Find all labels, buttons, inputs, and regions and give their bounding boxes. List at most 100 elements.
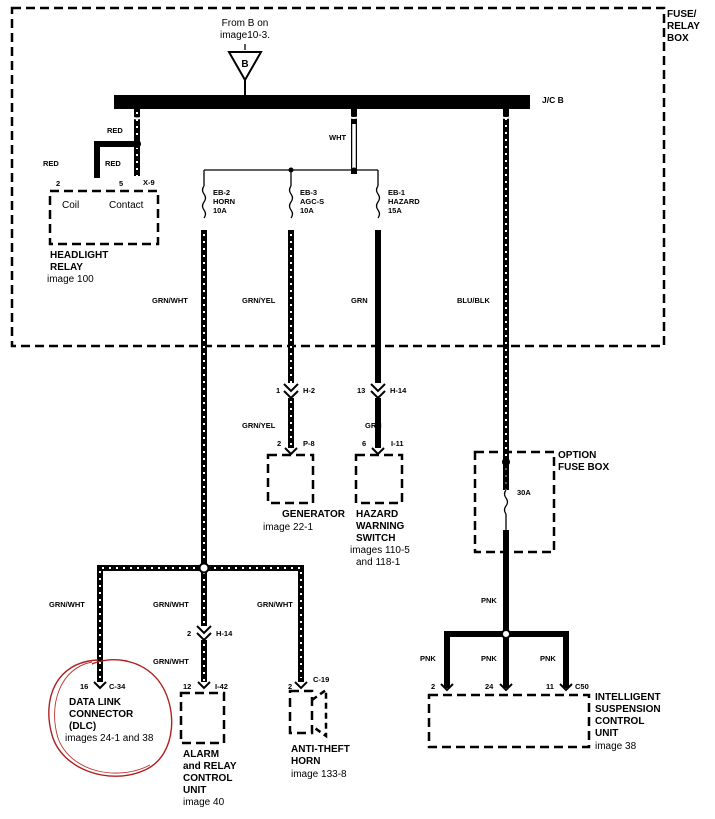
relay-pin-coil: 2 — [56, 179, 60, 188]
fuse-hazard — [375, 185, 381, 219]
hazard-switch-name-2: WARNING — [356, 521, 405, 532]
relay-connector-id: X-9 — [143, 178, 155, 187]
wire-label-pnk-1: PNK — [420, 654, 436, 663]
wire-label-pnk-main: PNK — [481, 596, 497, 605]
wire-red-right: RED — [105, 159, 121, 168]
suspension-name-4: UNIT — [595, 728, 618, 739]
connector-h2-pin: 1 — [276, 386, 280, 395]
dlc-highlight-circle — [48, 659, 173, 777]
connector-c19-mark — [294, 681, 308, 690]
dlc-name-3: (DLC) — [69, 721, 96, 732]
wire-label-pnk-3: PNK — [540, 654, 556, 663]
dlc-name-2: CONNECTOR — [69, 709, 134, 720]
wht-feed — [203, 109, 379, 186]
fuse-option-rating: 30A — [517, 488, 531, 497]
wire-label-grn-wht-dlc: GRN/WHT — [49, 600, 85, 609]
source-b-triangle: B — [227, 44, 263, 95]
connector-c50-pin-c: 11 — [546, 682, 554, 691]
connector-h14b-id: H-14 — [216, 629, 233, 638]
generator-ref: image 22-1 — [263, 522, 313, 533]
fuse-agcs-id: EB-3 — [300, 188, 317, 197]
option-fuse-box — [473, 450, 556, 554]
wire-label-grn-wht-horn: GRN/WHT — [257, 600, 293, 609]
hazard-switch-ref-2: and 118-1 — [356, 557, 401, 568]
connector-i42-id: I-42 — [215, 682, 228, 691]
connector-h14a-id: H-14 — [390, 386, 407, 395]
connector-h14-alarm — [196, 625, 212, 642]
hazard-switch-name-3: SWITCH — [356, 533, 395, 544]
generator-name: GENERATOR — [282, 509, 346, 520]
horn-ref: image 133-8 — [291, 769, 347, 780]
hazard-switch-ref-1: images 110-5 — [350, 545, 410, 556]
connector-c34-mark — [93, 681, 107, 690]
dlc-ref: images 24-1 and 38 — [65, 733, 154, 744]
alarm-name-2: and RELAY — [183, 761, 237, 772]
alarm-name-4: UNIT — [183, 785, 206, 796]
headlight-relay-ref: image 100 — [47, 274, 94, 285]
headlight-relay-name-2: RELAY — [50, 262, 83, 273]
connector-h14b-pin: 2 — [187, 629, 191, 638]
wire-label-grn-wht-alarm-lower: GRN/WHT — [153, 657, 189, 666]
headlight-relay-name-1: HEADLIGHT — [50, 250, 108, 261]
fuse-box-label-1: FUSE/ — [667, 9, 697, 20]
connector-c50-pin-b: 24 — [485, 682, 494, 691]
connector-i42-mark — [197, 681, 211, 690]
fuse-relay-box-outline — [10, 6, 666, 348]
connector-p8-id: P-8 — [303, 439, 315, 448]
wire-label-blu-blk: BLU/BLK — [457, 296, 490, 305]
connector-h2-id: H-2 — [303, 386, 315, 395]
connector-i11-id: I-11 — [391, 439, 404, 448]
alarm-name-3: CONTROL — [183, 773, 232, 784]
wire-blu-blk — [497, 109, 515, 490]
jc-b-busbar — [114, 95, 530, 109]
option-fuse-box-name-2: FUSE BOX — [558, 462, 609, 473]
source-label-1: From B on — [222, 18, 269, 29]
headlight-relay-wiring — [94, 109, 147, 178]
suspension-ref: image 38 — [595, 741, 637, 752]
connector-c50-pin-a: 2 — [431, 682, 435, 691]
relay-coil-label: Coil — [62, 200, 79, 211]
fuse-horn — [201, 185, 207, 219]
wire-label-grn-wht-alarm: GRN/WHT — [153, 600, 189, 609]
fuse-agcs — [288, 185, 294, 219]
suspension-name-3: CONTROL — [595, 716, 644, 727]
alarm-control-unit-box — [179, 691, 226, 745]
hazard-switch-box — [354, 453, 404, 505]
fuse-horn-name: HORN — [213, 197, 235, 206]
dlc-name-1: DATA LINK — [69, 697, 122, 708]
suspension-name-2: SUSPENSION — [595, 704, 661, 715]
alarm-ref: image 40 — [183, 797, 225, 808]
fuse-agcs-rating: 10A — [300, 206, 314, 215]
source-b-letter: B — [241, 59, 248, 70]
fuse-option-30a — [502, 458, 510, 530]
connector-c34-id: C-34 — [109, 682, 126, 691]
wire-label-grn-yel: GRN/YEL — [242, 296, 276, 305]
connector-c19-id: C-19 — [313, 675, 329, 684]
relay-contact-label: Contact — [109, 200, 144, 211]
wire-label-grn-wht-main: GRN/WHT — [152, 296, 188, 305]
connector-i11-mark — [371, 447, 385, 456]
alarm-name-1: ALARM — [183, 749, 219, 760]
wire-label-pnk-2: PNK — [481, 654, 497, 663]
horn-name-2: HORN — [291, 756, 320, 767]
headlight-relay-box — [48, 189, 160, 246]
fuse-box-label-2: RELAY — [667, 21, 700, 32]
connector-i42-pin: 12 — [183, 682, 191, 691]
fuse-hazard-name: HAZARD — [388, 197, 420, 206]
connector-p8-mark — [284, 447, 298, 456]
wire-pnk — [440, 530, 573, 692]
wire-label-grn-lower: GRN — [365, 421, 382, 430]
connector-p8-pin: 2 — [277, 439, 281, 448]
connector-h14a-pin: 13 — [357, 386, 365, 395]
relay-pin-contact: 5 — [119, 179, 123, 188]
wire-label-grn: GRN — [351, 296, 368, 305]
horn-name-1: ANTI-THEFT — [291, 744, 350, 755]
wire-grn-wht-lower — [97, 562, 304, 682]
fuse-horn-id: EB-2 — [213, 188, 230, 197]
connector-c50-id: C50 — [575, 682, 589, 691]
fuse-hazard-rating: 15A — [388, 206, 402, 215]
wire-label-grn-yel-lower: GRN/YEL — [242, 421, 276, 430]
connector-h2 — [283, 383, 299, 400]
generator-box — [266, 453, 315, 505]
